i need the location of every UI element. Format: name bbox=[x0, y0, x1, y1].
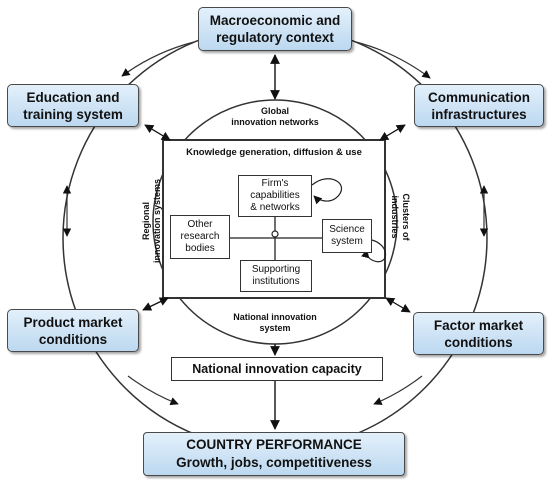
other-research-label: Other research bodies bbox=[180, 219, 220, 254]
firms-box: Firm's capabilities & networks bbox=[238, 175, 312, 217]
ring-arrow-macro-communication bbox=[355, 41, 431, 79]
firms-label: Firm's capabilities & networks bbox=[250, 178, 300, 213]
science-box: Science system bbox=[322, 219, 372, 253]
arrow-factor-inner bbox=[385, 297, 411, 313]
education-box: Education and training system bbox=[7, 84, 139, 127]
factor-market-box: Factor market conditions bbox=[413, 312, 544, 355]
firms-self-loop bbox=[311, 178, 343, 205]
macro-context-label: Macroeconomic and regulatory context bbox=[209, 13, 341, 45]
capacity-box: National innovation capacity bbox=[171, 357, 383, 381]
ring-arrow-factor-down bbox=[373, 375, 423, 405]
performance-box: COUNTRY PERFORMANCE Growth, jobs, compet… bbox=[143, 432, 405, 476]
supporting-label: Supporting institutions bbox=[251, 264, 301, 287]
capacity-label: National innovation capacity bbox=[192, 362, 362, 376]
arrow-education-inner bbox=[144, 124, 171, 141]
education-label: Education and training system bbox=[23, 89, 123, 122]
national-system-label: National innovation system bbox=[233, 312, 317, 333]
ring-arrow-macro-education bbox=[121, 41, 195, 77]
regional-systems-label: Regional innovation systems bbox=[141, 178, 162, 264]
core-connector-node bbox=[271, 230, 279, 238]
performance-title: COUNTRY PERFORMANCE bbox=[186, 437, 362, 452]
macro-context-box: Macroeconomic and regulatory context bbox=[198, 7, 352, 51]
other-research-box: Other research bodies bbox=[170, 215, 230, 259]
clusters-label: Clusters of industries bbox=[390, 193, 411, 241]
knowledge-title: Knowledge generation, diffusion & use bbox=[186, 147, 362, 158]
science-label: Science system bbox=[329, 224, 365, 247]
communication-box: Communication infrastructures bbox=[414, 84, 544, 127]
global-networks-label: Global innovation networks bbox=[231, 106, 319, 127]
arrow-product-inner bbox=[142, 297, 169, 311]
arrow-communication-inner bbox=[379, 124, 406, 141]
supporting-box: Supporting institutions bbox=[240, 260, 312, 292]
product-market-label: Product market conditions bbox=[23, 314, 123, 347]
factor-market-label: Factor market conditions bbox=[433, 317, 524, 350]
communication-label: Communication infrastructures bbox=[427, 89, 530, 122]
science-self-loop bbox=[361, 239, 387, 263]
performance-subtitle: Growth, jobs, competitiveness bbox=[176, 455, 372, 470]
product-market-box: Product market conditions bbox=[7, 309, 139, 352]
ring-arrow-product-down bbox=[127, 375, 179, 406]
